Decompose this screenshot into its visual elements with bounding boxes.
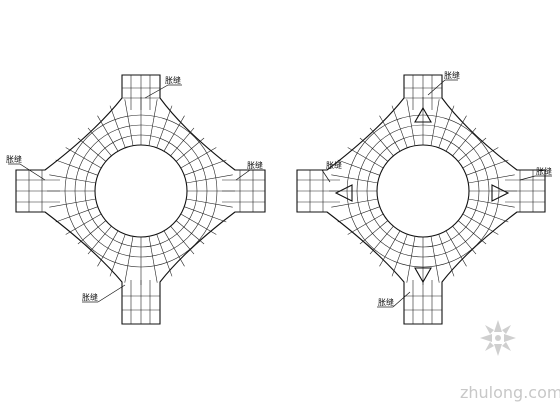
roundabout-right: 胀缝 胀缝 胀缝 胀缝	[296, 70, 552, 325]
paving-radial-line	[445, 115, 467, 152]
label-joint-south-left: 胀缝	[82, 292, 98, 302]
paving-radial-line	[176, 137, 205, 162]
paving-radial-line	[406, 236, 416, 283]
paving-radial-line	[452, 226, 477, 255]
label-joint-west-left: 胀缝	[6, 154, 22, 164]
paving-radial-line	[391, 234, 408, 277]
paving-radial-line	[369, 226, 394, 255]
paving-radial-line	[369, 127, 394, 156]
paving-radial-line	[148, 236, 158, 283]
paving-radial-line	[331, 198, 378, 208]
paving-radial-line	[109, 105, 126, 148]
paving-ring	[84, 134, 198, 248]
paving-radial-line	[156, 105, 173, 148]
paving-radial-line	[109, 234, 126, 277]
paving-radial-line	[77, 137, 106, 162]
paving-radial-line	[49, 198, 96, 208]
paving-radial-line	[184, 159, 227, 176]
paving-radial-line	[77, 220, 106, 245]
paving-radial-line	[97, 230, 119, 267]
paving-radial-line	[391, 105, 408, 148]
paving-radial-line	[445, 230, 467, 267]
paving-radial-line	[176, 220, 205, 245]
paving-radial-line	[359, 137, 388, 162]
island-east-triangle	[491, 184, 510, 202]
watermark-text: zhulong.com	[460, 383, 560, 402]
paving-radial-line	[87, 127, 112, 156]
paving-radial-line	[124, 99, 134, 146]
paving-radial-line	[430, 99, 440, 146]
paving-radial-line	[468, 174, 515, 184]
label-joint-east-left: 胀缝	[247, 160, 263, 170]
roundabout-left: 胀缝 胀缝 胀缝 胀缝	[6, 74, 266, 325]
paving-radial-line	[347, 147, 384, 169]
paving-radial-line	[148, 99, 158, 146]
island-west-triangle	[334, 184, 353, 202]
paving-radial-line	[180, 147, 217, 169]
paving-ring	[64, 114, 218, 268]
paving-radial-line	[65, 213, 102, 235]
paving-radial-line	[163, 115, 185, 152]
paving-radial-line	[124, 236, 134, 283]
label-joint-east-right: 胀缝	[536, 166, 552, 176]
paving-radial-line	[163, 230, 185, 267]
paving-radial-line	[438, 234, 455, 277]
paving-radial-line	[170, 226, 195, 255]
paving-radial-line	[462, 147, 499, 169]
paving-radial-line	[337, 206, 380, 223]
island-north-triangle	[414, 106, 432, 123]
label-joint-south-right: 胀缝	[378, 297, 394, 307]
paving-ring	[74, 124, 208, 258]
paving-radial-line	[55, 159, 98, 176]
paving-radial-line	[438, 105, 455, 148]
paving-radial-line	[331, 174, 378, 184]
paving-radial-line	[466, 159, 509, 176]
paving-radial-line	[186, 174, 233, 184]
label-joint-north-left: 胀缝	[165, 75, 181, 85]
island-south-triangle	[414, 267, 432, 284]
paving-radial-line	[184, 206, 227, 223]
paving-ring	[366, 134, 480, 248]
paving-radial-line	[379, 115, 401, 152]
paving-radial-line	[468, 198, 515, 208]
paving-radial-line	[458, 137, 487, 162]
paving-radial-line	[462, 213, 499, 235]
watermark-logo-icon	[480, 320, 516, 356]
paving-radial-line	[337, 159, 380, 176]
paving-ring	[356, 124, 490, 258]
paving-radial-line	[180, 213, 217, 235]
paving-radial-line	[97, 115, 119, 152]
paving-radial-line	[452, 127, 477, 156]
paving-radial-line	[55, 206, 98, 223]
paving-radial-line	[87, 226, 112, 255]
paving-radial-line	[186, 198, 233, 208]
paving-radial-line	[170, 127, 195, 156]
paving-radial-line	[359, 220, 388, 245]
paving-radial-line	[466, 206, 509, 223]
paving-radial-line	[49, 174, 96, 184]
paving-radial-line	[406, 99, 416, 146]
paving-radial-line	[347, 213, 384, 235]
paving-radial-line	[379, 230, 401, 267]
label-joint-west-right: 胀缝	[326, 160, 342, 170]
paving-radial-line	[430, 236, 440, 283]
paving-radial-line	[156, 234, 173, 277]
paving-radial-line	[65, 147, 102, 169]
paving-ring	[346, 114, 500, 268]
label-joint-north-right: 胀缝	[444, 70, 460, 80]
watermark: zhulong.com	[460, 320, 560, 402]
paving-radial-line	[458, 220, 487, 245]
